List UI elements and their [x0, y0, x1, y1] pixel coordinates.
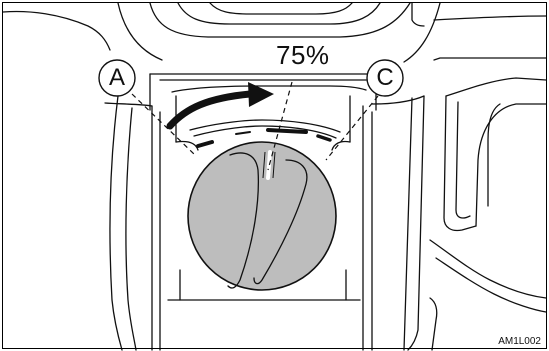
figure-code: AM1L002: [498, 337, 541, 347]
left-console-panel: [3, 12, 160, 350]
leader-line-a: [132, 94, 196, 156]
percent-label: 75%: [276, 42, 330, 68]
callout-c-label: C: [366, 59, 404, 97]
callout-a-label: A: [98, 59, 136, 97]
leader-line-c: [326, 96, 378, 160]
rotary-knob: [188, 142, 336, 290]
